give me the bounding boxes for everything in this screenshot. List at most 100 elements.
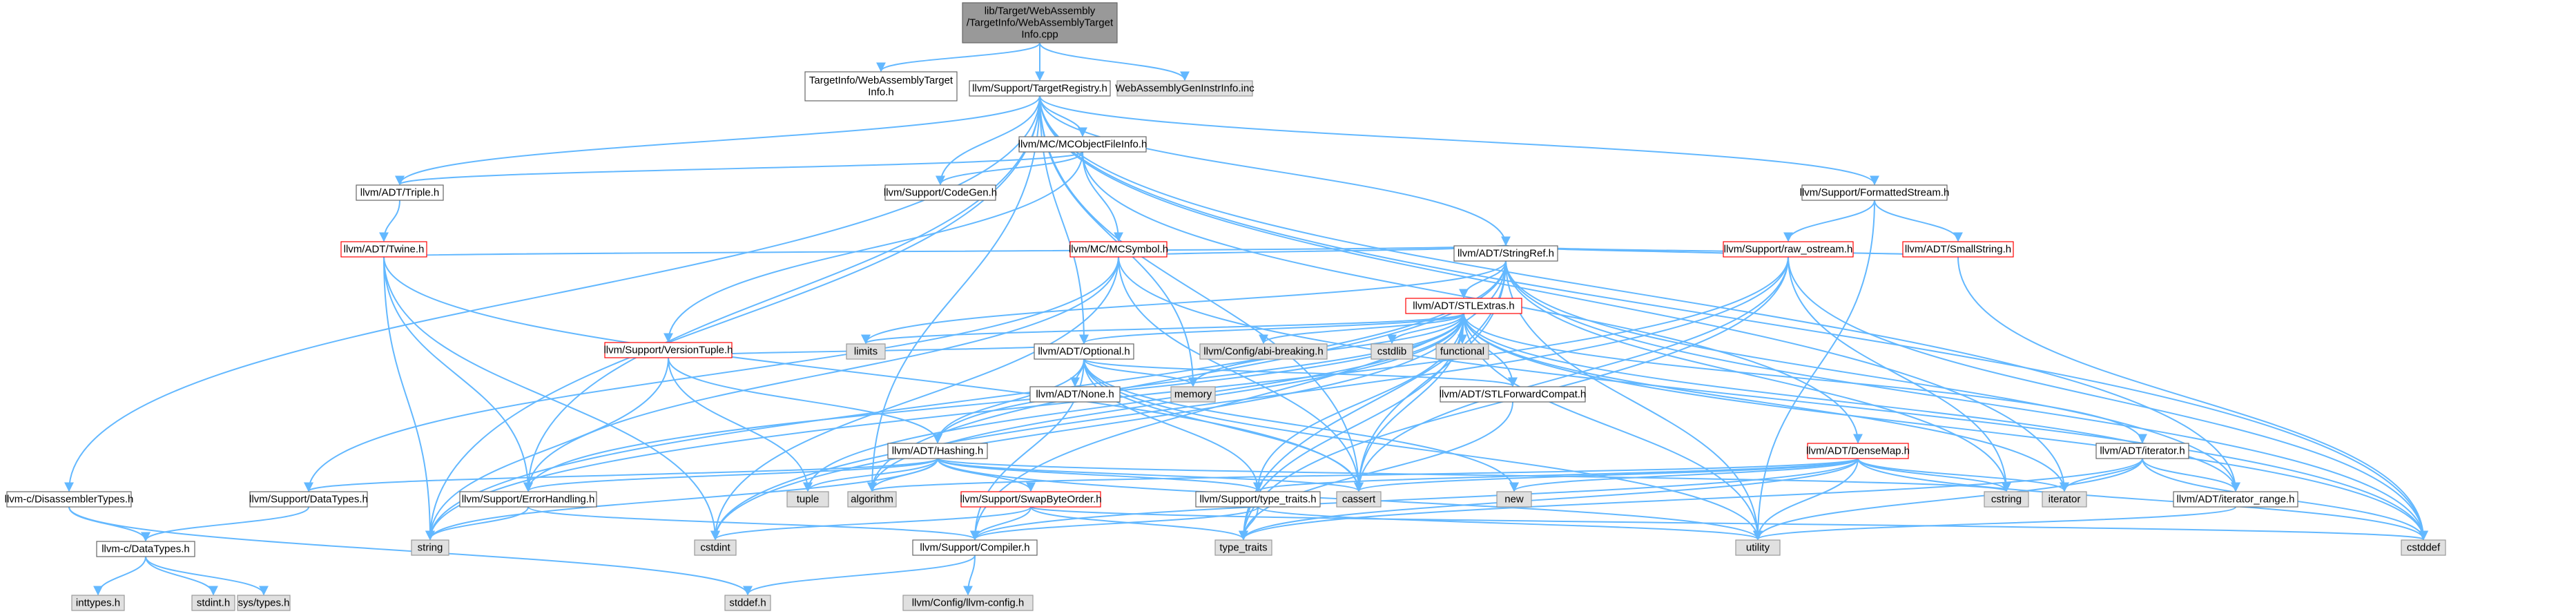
node-n_cstring[interactable]: cstring — [1984, 491, 2029, 508]
node-label: string — [418, 542, 443, 554]
edge-n_rawos-to-n_cstddef — [1788, 256, 2428, 541]
edge-n_typetraits_h-to-n_typetraits — [1239, 506, 1259, 541]
node-n_densemap[interactable]: llvm/ADT/DenseMap.h — [1806, 443, 1910, 459]
edge-n_treg-to-n_strref — [1039, 95, 1511, 247]
node-box — [1735, 539, 1781, 556]
node-label: llvm/ADT/Triple.h — [360, 187, 439, 199]
node-n_iterator[interactable]: iterator — [2042, 491, 2087, 508]
node-n_vertuple[interactable]: llvm/Support/VersionTuple.h — [603, 342, 733, 358]
node-n_hashing[interactable]: llvm/ADT/Hashing.h — [887, 443, 988, 459]
node-n_datatypes[interactable]: llvm/Support/DataTypes.h — [249, 491, 368, 508]
node-n_stlfwd[interactable]: llvm/ADT/STLForwardCompat.h — [1440, 386, 1587, 403]
node-n_strref[interactable]: llvm/ADT/StringRef.h — [1453, 245, 1558, 262]
node-label: llvm/Config/llvm-config.h — [912, 597, 1025, 609]
node-n_cstdlib[interactable]: cstdlib — [1371, 343, 1413, 360]
node-n_cassert[interactable]: cassert — [1336, 491, 1382, 508]
node-n_smallstr[interactable]: llvm/ADT/SmallString.h — [1902, 241, 2014, 258]
node-box — [1195, 491, 1321, 508]
node-box — [1440, 386, 1586, 403]
node-n_memory[interactable]: memory — [1170, 386, 1216, 403]
node-box — [1801, 184, 1948, 201]
node-label: llvm/MC/MCSymbol.h — [1069, 244, 1168, 256]
node-label: cstdlib — [1377, 346, 1407, 358]
edge-n_fmtstream-to-n_smallstr — [1874, 200, 1963, 242]
node-box — [912, 539, 1038, 556]
node-n_cstddef[interactable]: cstddef — [2401, 539, 2446, 556]
node-n_utility[interactable]: utility — [1735, 539, 1781, 556]
node-box — [249, 491, 368, 508]
node-n_twine[interactable]: llvm/ADT/Twine.h — [340, 241, 427, 258]
node-label: llvm/Support/SwapByteOrder.h — [960, 494, 1101, 506]
node-n_iterrange[interactable]: llvm/ADT/iterator_range.h — [2173, 491, 2298, 508]
node-n_string[interactable]: string — [411, 539, 449, 556]
node-box — [969, 80, 1111, 97]
edge-n_datatypes-to-n_cdatatypes — [141, 506, 309, 542]
edge-n_rawos-to-n_cstring — [1788, 256, 2011, 492]
node-n_stlextras[interactable]: llvm/ADT/STLExtras.h — [1405, 298, 1522, 314]
edge-n_densemap-to-n_cstring — [1857, 458, 2011, 492]
node-n_swapbyte[interactable]: llvm/Support/SwapByteOrder.h — [960, 491, 1102, 508]
node-label: cstddef — [2407, 542, 2441, 554]
node-n_stddef[interactable]: stddef.h — [724, 595, 771, 611]
edge-n_treg-to-n_cassert — [1039, 95, 1364, 492]
node-n_triple[interactable]: llvm/ADT/Triple.h — [356, 184, 444, 201]
edge-n_fmtstream-to-n_utility — [1753, 200, 1875, 541]
node-box — [1453, 245, 1558, 262]
node-n_algorithm[interactable]: algorithm — [847, 491, 897, 508]
node-box — [2173, 491, 2298, 508]
edge-n_errhand-to-n_compiler — [527, 506, 980, 541]
node-box — [2401, 539, 2446, 556]
node-n_cdatatypes[interactable]: llvm-c/DataTypes.h — [96, 541, 195, 557]
node-n_geninstr[interactable]: WebAssemblyGenInstrInfo.inc — [1115, 80, 1255, 97]
node-label: llvm/ADT/Optional.h — [1038, 346, 1130, 358]
node-box — [1435, 343, 1489, 360]
node-n_new[interactable]: new — [1496, 491, 1532, 508]
node-n_mcofi[interactable]: llvm/MC/MCObjectFileInfo.h — [1018, 136, 1147, 153]
node-n_inttypes[interactable]: inttypes.h — [71, 595, 125, 611]
node-n_cstdint[interactable]: cstdint — [694, 539, 737, 556]
node-box — [411, 539, 449, 556]
node-n_abibrk[interactable]: llvm/Config/abi-breaking.h — [1199, 343, 1328, 360]
node-n_disasm[interactable]: llvm-c/DisassemblerTypes.h — [5, 491, 134, 508]
edge-root-to-n_tinfo_h — [876, 42, 1040, 73]
edge-n_treg-to-n_iterrange — [1039, 95, 2240, 492]
edge-n_densemap-to-n_typetraits — [1239, 458, 1859, 541]
node-box — [1984, 491, 2029, 508]
edge-n_triple-to-n_twine — [379, 200, 400, 242]
node-box — [804, 71, 958, 102]
node-label: memory — [1174, 389, 1212, 401]
node-n_errhand[interactable]: llvm/Support/ErrorHandling.h — [459, 491, 597, 508]
node-n_systypes[interactable]: sys/types.h — [237, 595, 291, 611]
node-n_typetraits[interactable]: type_traits — [1214, 539, 1272, 556]
node-n_functional[interactable]: functional — [1435, 343, 1489, 360]
node-label: llvm/ADT/iterator_range.h — [2177, 494, 2295, 506]
edge-root-to-n_geninstr — [1039, 42, 1190, 81]
node-root[interactable]: lib/Target/WebAssembly/TargetInfo/WebAss… — [962, 2, 1118, 44]
node-n_none[interactable]: llvm/ADT/None.h — [1029, 386, 1121, 403]
node-n_stdint[interactable]: stdint.h — [191, 595, 235, 611]
node-n_treg[interactable]: llvm/Support/TargetRegistry.h — [969, 80, 1111, 97]
node-label: llvm/ADT/None.h — [1036, 389, 1114, 401]
node-n_tuple[interactable]: tuple — [786, 491, 829, 508]
node-n_limits[interactable]: limits — [846, 343, 886, 360]
node-box — [1496, 491, 1532, 508]
node-n_mcsym[interactable]: llvm/MC/MCSymbol.h — [1069, 241, 1168, 258]
node-n_optional[interactable]: llvm/ADT/Optional.h — [1034, 343, 1134, 360]
edge-n_compiler-to-n_llvmconfig — [963, 555, 976, 596]
node-box — [1371, 343, 1413, 360]
node-n_fmtstream[interactable]: llvm/Support/FormattedStream.h — [1800, 184, 1950, 201]
node-n_typetraits_h[interactable]: llvm/Support/type_traits.h — [1195, 491, 1321, 508]
node-n_iterator_h[interactable]: llvm/ADT/iterator.h — [2095, 443, 2189, 459]
edge-n_typetraits_h-to-n_compiler — [970, 506, 1259, 541]
node-box — [2042, 491, 2087, 508]
node-n_codegen[interactable]: llvm/Support/CodeGen.h — [884, 184, 997, 201]
edge-n_typetraits_h-to-n_utility — [1257, 506, 1763, 541]
node-n_llvmconfig[interactable]: llvm/Config/llvm-config.h — [902, 595, 1034, 611]
edge-n_densemap-to-n_cstddef — [1857, 458, 2428, 541]
node-n_rawos[interactable]: llvm/Support/raw_ostream.h — [1723, 241, 1854, 258]
edge-n_cdatatypes-to-n_stdint — [145, 556, 218, 596]
edge-n_disasm-to-n_stddef — [68, 506, 753, 596]
node-label: /TargetInfo/WebAssemblyTarget — [967, 17, 1114, 29]
node-n_compiler[interactable]: llvm/Support/Compiler.h — [912, 539, 1038, 556]
